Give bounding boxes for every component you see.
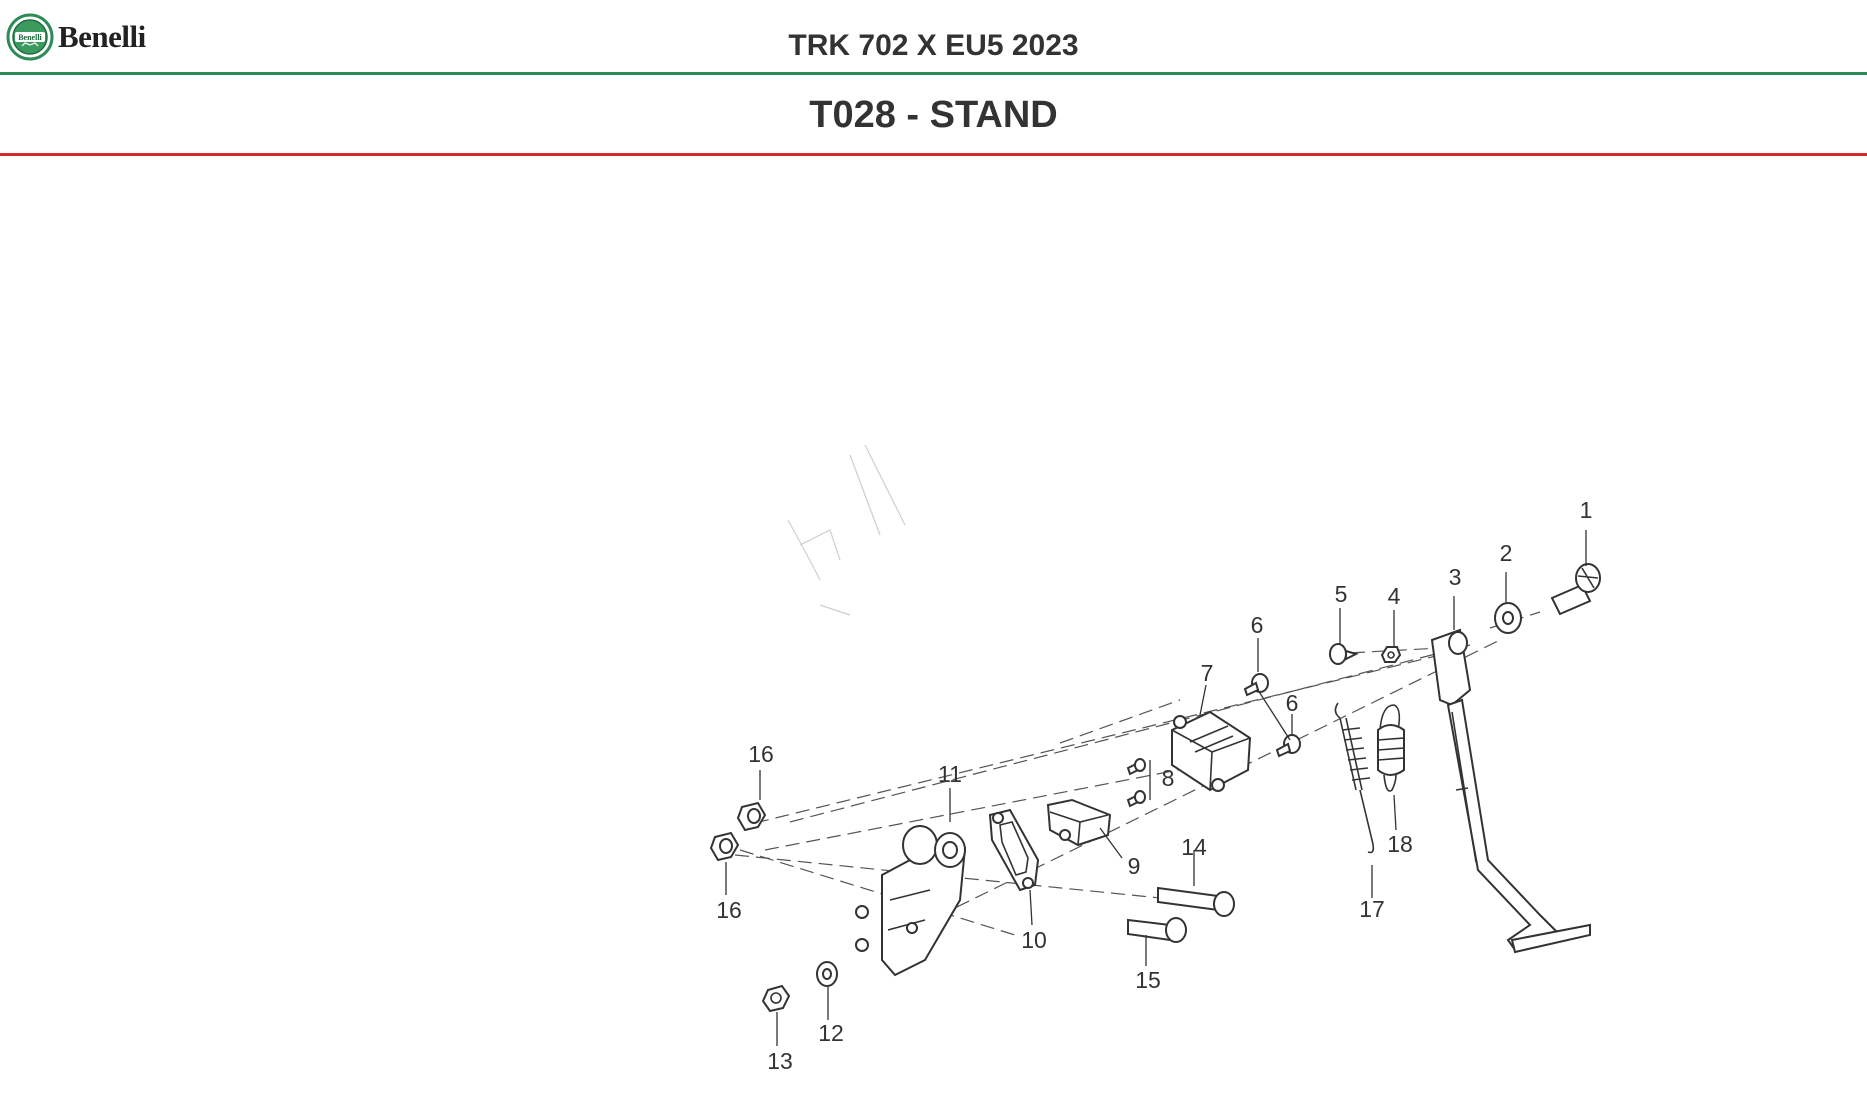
callout-15: 15 xyxy=(1135,967,1161,993)
page-header: Benelli Benelli TRK 702 X EU5 2023 xyxy=(0,0,1867,76)
part-14-bolt xyxy=(1157,886,1235,917)
part-5-small-bolt xyxy=(1329,643,1359,665)
callout-18: 18 xyxy=(1387,831,1413,857)
brand-name: Benelli xyxy=(58,19,146,54)
callout-5: 5 xyxy=(1335,581,1348,607)
callout-16-lower: 16 xyxy=(716,897,742,923)
callout-2: 2 xyxy=(1500,540,1513,566)
svg-text:Benelli: Benelli xyxy=(18,33,42,42)
callout-3: 3 xyxy=(1449,564,1462,590)
part-1-pivot-bolt xyxy=(1550,563,1601,616)
callout-14: 14 xyxy=(1181,834,1207,860)
callout-8: 8 xyxy=(1162,765,1175,791)
part-8-small-screws xyxy=(1126,758,1146,808)
callout-16-upper: 16 xyxy=(748,741,774,767)
part-6-screw-lower xyxy=(1275,734,1301,758)
callout-6-upper: 6 xyxy=(1251,612,1264,638)
part-9-sensor-switch xyxy=(1046,798,1112,847)
callout-6-lower: 6 xyxy=(1286,690,1299,716)
callout-9: 9 xyxy=(1128,853,1141,879)
part-17-long-spring xyxy=(1334,702,1375,854)
callout-13: 13 xyxy=(767,1048,793,1074)
section-divider-red xyxy=(0,153,1867,156)
callout-10: 10 xyxy=(1021,927,1047,953)
callout-4: 4 xyxy=(1388,583,1401,609)
part-16-nut-lower xyxy=(709,831,740,862)
callout-labels: 1 2 3 4 5 6 6 7 8 9 10 11 12 13 14 15 16… xyxy=(716,497,1592,1074)
part-18-short-spring xyxy=(1377,704,1405,792)
part-12-washer xyxy=(816,961,838,987)
part-7-bracket-block xyxy=(1171,710,1252,792)
part-2-washer xyxy=(1494,602,1522,634)
model-title: TRK 702 X EU5 2023 xyxy=(788,29,1079,62)
part-13-nut xyxy=(761,984,791,1013)
part-11-mount-bracket xyxy=(855,825,967,977)
section-title: T028 - STAND xyxy=(809,94,1058,136)
part-10-gasket-plate xyxy=(988,808,1040,892)
ghost-frame-sketch xyxy=(787,444,906,616)
callout-11: 11 xyxy=(938,761,962,787)
part-4-nut xyxy=(1380,646,1402,663)
part-6-screw-upper xyxy=(1243,673,1269,697)
benelli-logo: Benelli Benelli xyxy=(6,11,176,63)
part-15-bolt xyxy=(1127,917,1187,943)
leader-lines xyxy=(725,530,1587,1046)
assembly-axes xyxy=(734,611,1541,936)
benelli-lion-badge-icon: Benelli xyxy=(6,13,54,61)
callout-1: 1 xyxy=(1580,497,1593,523)
callout-7: 7 xyxy=(1201,660,1214,686)
part-16-nut-upper xyxy=(736,801,767,832)
callout-17: 17 xyxy=(1359,896,1385,922)
part-3-side-stand-leg xyxy=(1430,628,1591,954)
header-divider-green xyxy=(0,72,1867,75)
callout-12: 12 xyxy=(818,1020,844,1046)
